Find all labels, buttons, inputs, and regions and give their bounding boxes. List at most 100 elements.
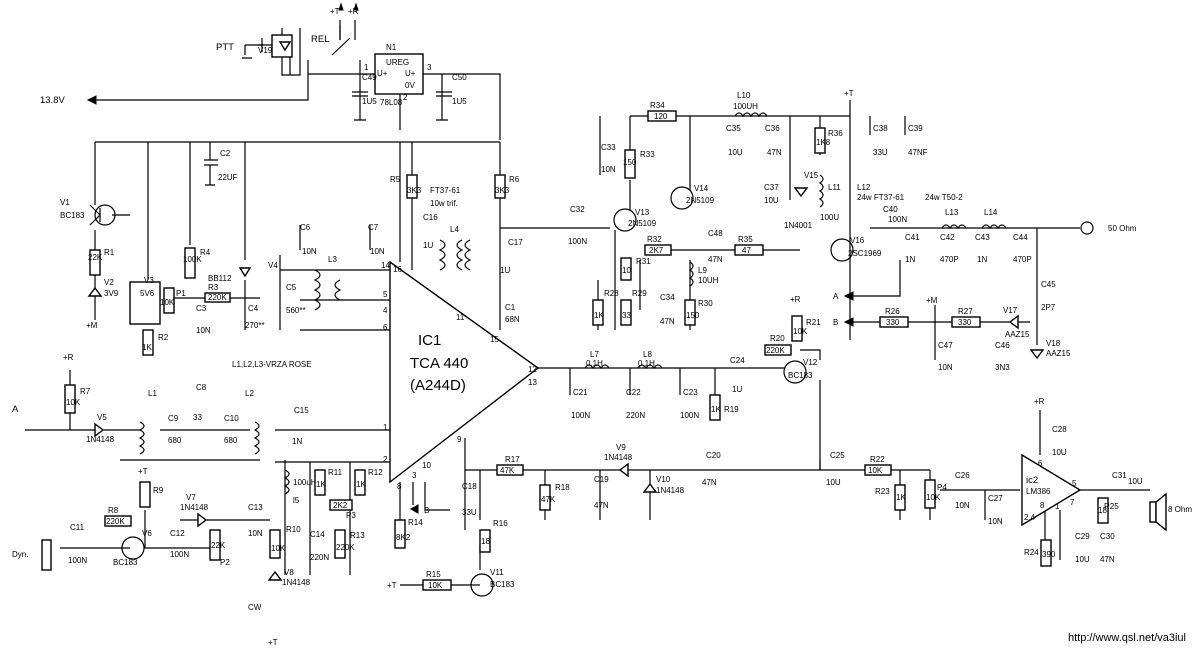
- l12-value: 24w FT37-61: [857, 193, 905, 202]
- bottom-centre-section: C18 33U R16 18 R15 10K +T V11 BC183 R17 …: [387, 443, 721, 597]
- c24-label: C24: [730, 356, 745, 365]
- reg-pin2: 2: [403, 93, 408, 102]
- ic1-pin10: 10: [422, 461, 431, 470]
- c46-label: C46: [995, 341, 1010, 350]
- antenna-label: 50 Ohm: [1108, 224, 1137, 233]
- c19-label: C19: [594, 475, 609, 484]
- c34-value: 47N: [660, 317, 675, 326]
- c9-label: C9: [168, 414, 179, 423]
- p2-label: P2: [220, 558, 230, 567]
- c15-value: 1N: [292, 437, 302, 446]
- r31-label: R31: [636, 257, 651, 266]
- r25-value: 18: [1098, 506, 1107, 515]
- ptt-label: PTT: [216, 42, 234, 53]
- r26-value: 330: [886, 318, 900, 327]
- l11-label: L11: [828, 183, 841, 192]
- r16-label: R16: [493, 519, 508, 528]
- r20-value: 220K: [766, 346, 785, 355]
- v6-label: V6: [142, 529, 152, 538]
- r14-value: 8K2: [396, 533, 411, 542]
- r29-value: 33: [622, 311, 631, 320]
- c10-label: C10: [224, 414, 239, 423]
- l9-value: 10UH: [698, 276, 719, 285]
- ic1-name: IC1: [418, 332, 441, 349]
- c1-label: C1: [505, 303, 516, 312]
- uout-label: U+: [405, 69, 416, 78]
- l2-label: L2: [245, 389, 254, 398]
- l8-value: 0,1H: [638, 359, 655, 368]
- r7-label: R7: [80, 387, 91, 396]
- ic1-pin9: 9: [457, 435, 462, 444]
- v14-type: 2N5109: [686, 196, 715, 205]
- c31-label: C31: [1112, 471, 1127, 480]
- c3-value: 10N: [196, 326, 211, 335]
- r15-label: R15: [426, 570, 441, 579]
- v15-label: V15: [804, 171, 819, 180]
- r3-label: R3: [208, 283, 219, 292]
- ic1-body: [389, 260, 540, 484]
- r7-supply: +R: [63, 353, 74, 362]
- v5-type: 1N4148: [86, 435, 115, 444]
- l5-value: 100uH: [293, 478, 317, 487]
- ic2-pin6: 6: [1038, 459, 1043, 468]
- ic1-alt: (A244D): [410, 377, 466, 394]
- l12-label: L12: [857, 183, 871, 192]
- c2-label: C2: [220, 149, 231, 158]
- l-note: L1,L2,L3-VRZA ROSE: [232, 360, 312, 369]
- v10-type: 1N4148: [656, 486, 685, 495]
- c39-value: 47NF: [908, 148, 928, 157]
- antenna-connector: [1080, 221, 1094, 235]
- l14-label: L14: [984, 208, 998, 217]
- r11-label: R11: [328, 468, 343, 477]
- c14-label: C14: [310, 530, 325, 539]
- r35-label: R35: [738, 235, 753, 244]
- ft37-note: 10w trif.: [430, 199, 458, 208]
- rel-label: REL: [311, 34, 329, 45]
- v11-label: V11: [490, 568, 504, 577]
- r15-supply: +T: [387, 581, 397, 590]
- r26-label: R26: [885, 307, 900, 316]
- v6-type: BC183: [113, 558, 138, 567]
- c27-value: 10N: [988, 517, 1003, 526]
- r17-label: R17: [505, 455, 520, 464]
- ic1-pin14: 14: [381, 261, 390, 270]
- v8-type: 1N4148: [282, 578, 311, 587]
- r28-label: R28: [604, 289, 619, 298]
- r18-value: 47K: [541, 495, 556, 504]
- c28-value: 10U: [1052, 448, 1067, 457]
- c44-value: 470P: [1013, 255, 1032, 264]
- r10-value: 10K: [271, 544, 286, 553]
- ic1-pin1: 1: [383, 423, 388, 432]
- c14-value: 220N: [310, 553, 329, 562]
- r10-label: R10: [286, 525, 301, 534]
- r5-value: 3K3: [407, 186, 422, 195]
- r35-value: 47: [742, 246, 751, 255]
- ic2-name: ic2: [1026, 475, 1038, 486]
- c4-label: C4: [248, 304, 259, 313]
- supply-section: 13.8V PTT V19 REL +T +R N1 UREG U+ U+ 0V…: [40, 2, 501, 140]
- v12-type: BC183: [788, 371, 813, 380]
- c17-label: C17: [508, 238, 523, 247]
- r13-value: 220K: [336, 543, 355, 552]
- r32-value: 2K7: [649, 246, 664, 255]
- c28-label: C28: [1052, 425, 1067, 434]
- v3-value: 5V6: [140, 289, 155, 298]
- ic1-type: TCA 440: [410, 355, 468, 372]
- r21-label: R21: [806, 318, 821, 327]
- af-filter-section: L7 0,1H L8 0,1H C21 100N C22 220N C23 10…: [560, 295, 821, 470]
- ic2-body: [1021, 453, 1082, 527]
- r9-supply: +T: [138, 467, 148, 476]
- ic2-supply: +R: [1034, 397, 1045, 406]
- r27-label: R27: [958, 307, 973, 316]
- r7-value: 10K: [66, 398, 81, 407]
- r17-value: 47K: [500, 466, 515, 475]
- v14-label: V14: [694, 184, 709, 193]
- c49-label: C49: [362, 73, 377, 82]
- r5-label: R5: [390, 175, 401, 184]
- r24-value: 390: [1042, 550, 1056, 559]
- v9-label: V9: [616, 443, 626, 452]
- c25-label: C25: [830, 451, 845, 460]
- r1-value: 22K: [88, 253, 103, 262]
- r21-value: 10K: [793, 327, 808, 336]
- l13-label: L13: [945, 208, 959, 217]
